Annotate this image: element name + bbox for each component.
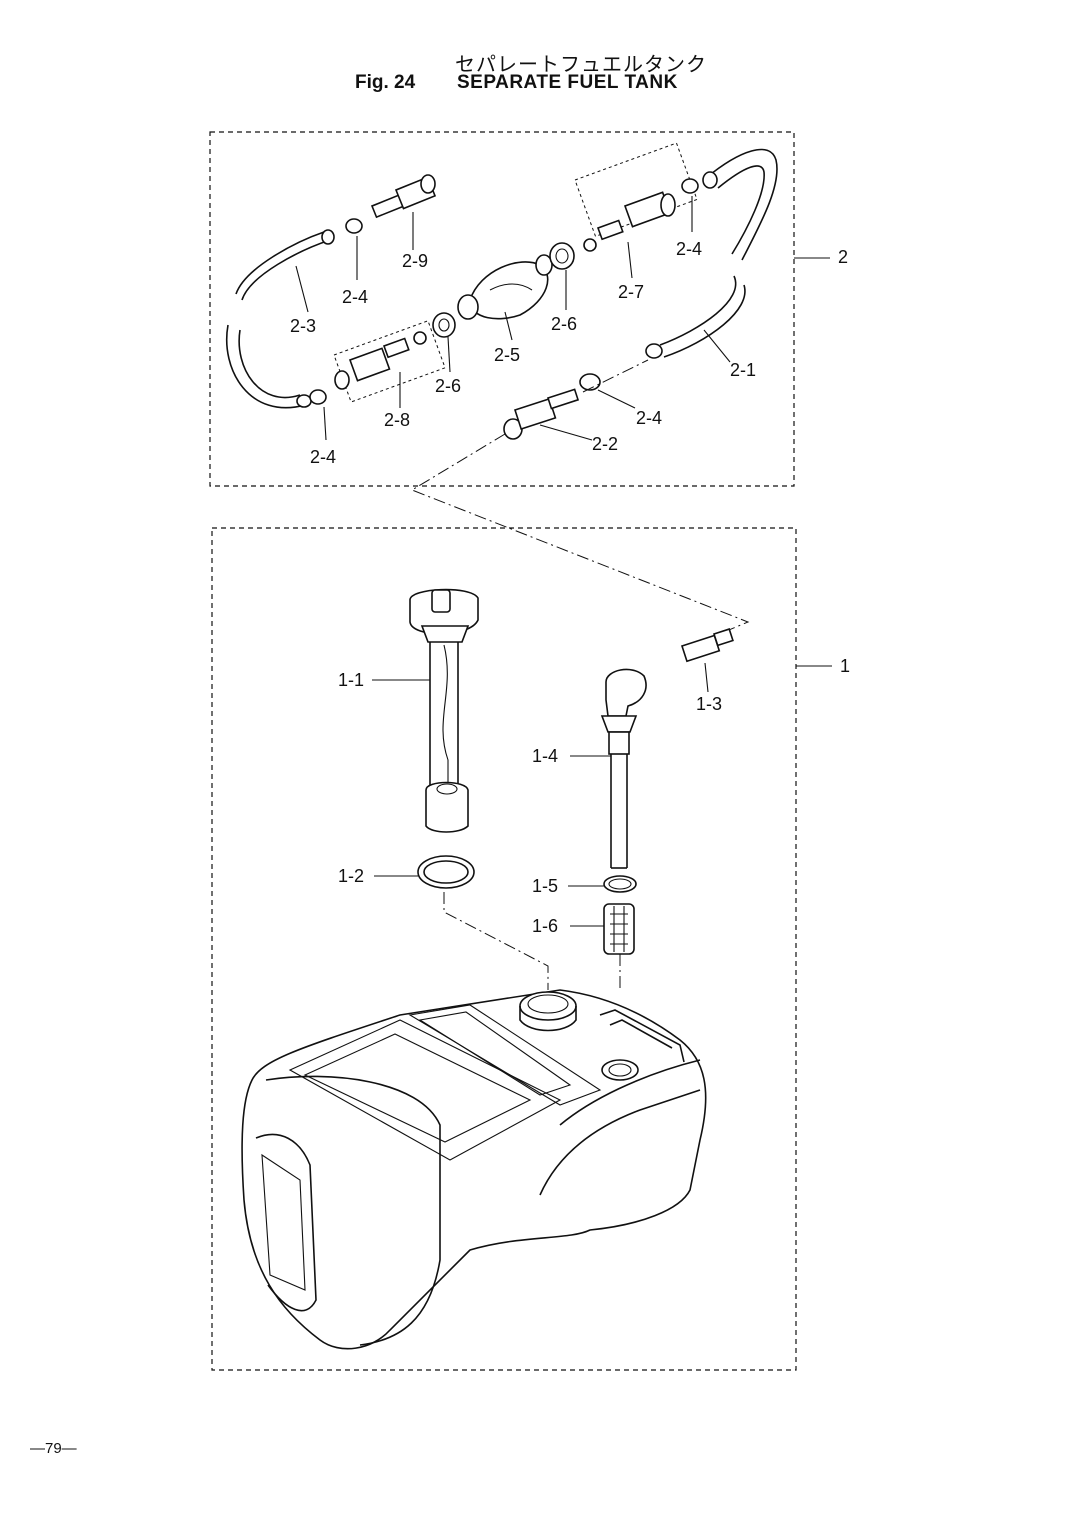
hose-clamp-2-4-d [579,373,601,391]
page-number: —79— [30,1440,77,1457]
connector-2-9 [370,174,437,219]
pickup-tube-1-4 [600,668,647,869]
callout-2-6-a: 2-6 [551,314,577,334]
connector-2-2 [503,359,649,440]
hose-clamp-2-4-c [309,389,327,405]
callout-2-8: 2-8 [384,410,410,430]
figure-number: Fig. 24 [355,72,416,93]
o-ring-1-5 [603,875,637,893]
callout-2: 2 [838,247,848,267]
callout-1-3: 1-3 [696,694,722,714]
callout-2-4-d: 2-4 [636,408,662,428]
callout-1-4: 1-4 [532,746,558,766]
callout-2-2: 2-2 [592,434,618,454]
hose-clamp-2-4-b [681,178,699,194]
figure-title: SEPARATE FUEL TANK [457,72,678,93]
fuel-gauge-1-1 [409,588,479,833]
group-2-boundary [209,131,795,487]
callout-2-9: 2-9 [402,251,428,271]
title-japanese: セパレートフュエルタンク [455,52,707,76]
fuel-hose-2-3 [226,229,335,409]
primer-bulb-2-5 [457,254,553,320]
callout-2-3: 2-3 [290,316,316,336]
fuel-filter-1-6 [603,903,635,955]
sleeve-2-6-b [432,312,456,338]
callout-2-4-c: 2-4 [310,447,336,467]
check-valve-2-7 [574,142,698,252]
hose-fitting-1-3 [680,628,734,663]
callout-2-6-b: 2-6 [435,376,461,396]
check-valve-2-8 [333,320,446,403]
fuel-tank-body [241,989,707,1350]
callout-1-1: 1-1 [338,670,364,690]
fuel-hose-2-1 [645,148,778,359]
callout-2-5: 2-5 [494,345,520,365]
hose-clamp-2-4-a [345,218,363,234]
callout-1-2: 1-2 [338,866,364,886]
callout-2-7: 2-7 [618,282,644,302]
sleeve-2-6-a [549,242,575,270]
group-1-boundary [211,527,797,1371]
callout-1-5: 1-5 [532,876,558,896]
callout-2-4-a: 2-4 [342,287,368,307]
callout-1: 1 [840,656,850,676]
callout-1-6: 1-6 [532,916,558,936]
o-ring-1-2 [417,855,475,889]
callout-2-1: 2-1 [730,360,756,380]
callout-2-4-b: 2-4 [676,239,702,259]
